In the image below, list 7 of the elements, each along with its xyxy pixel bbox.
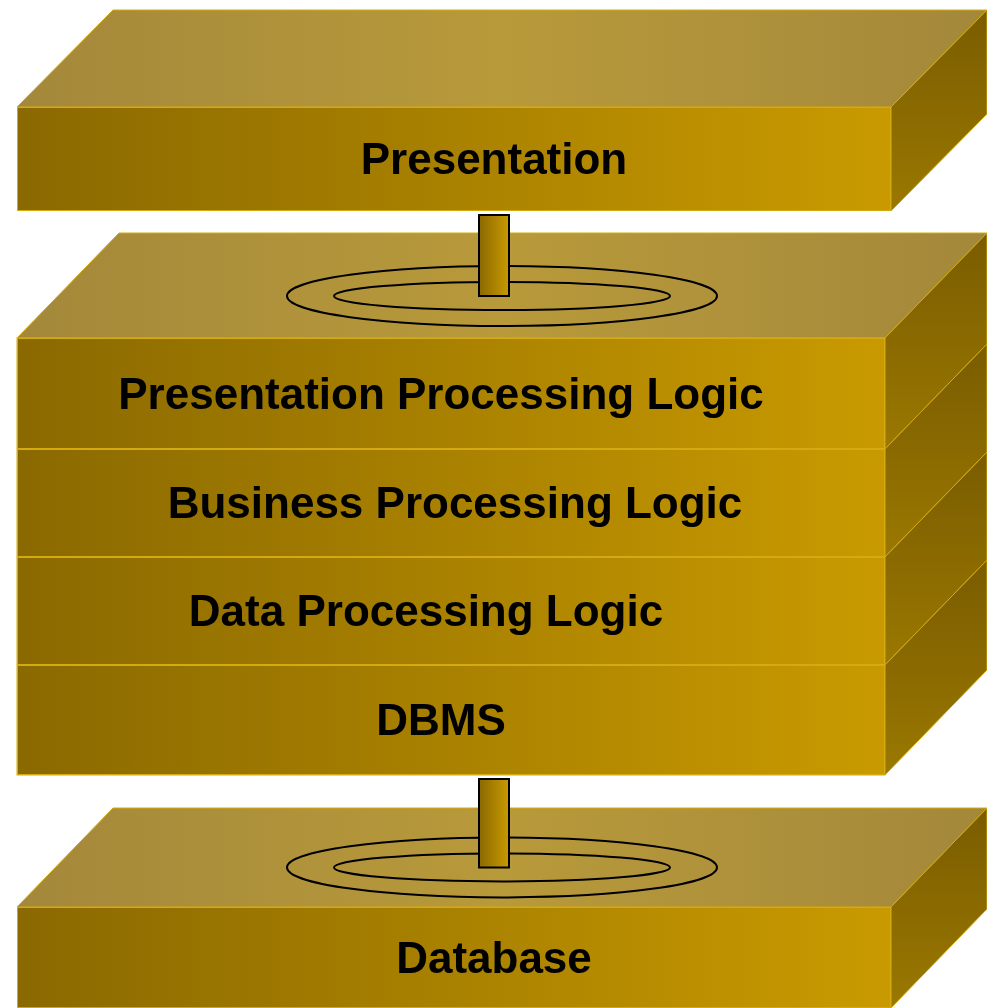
layer-label: Presentation <box>360 134 628 184</box>
connector-plug <box>478 778 510 869</box>
layer-label: Presentation Processing Logic <box>118 368 764 419</box>
layer-label: DBMS <box>376 695 506 745</box>
layer-label: Business Processing Logic <box>167 478 743 528</box>
layer-label: Database <box>396 932 592 983</box>
layer-label: Data Processing Logic <box>188 586 664 636</box>
